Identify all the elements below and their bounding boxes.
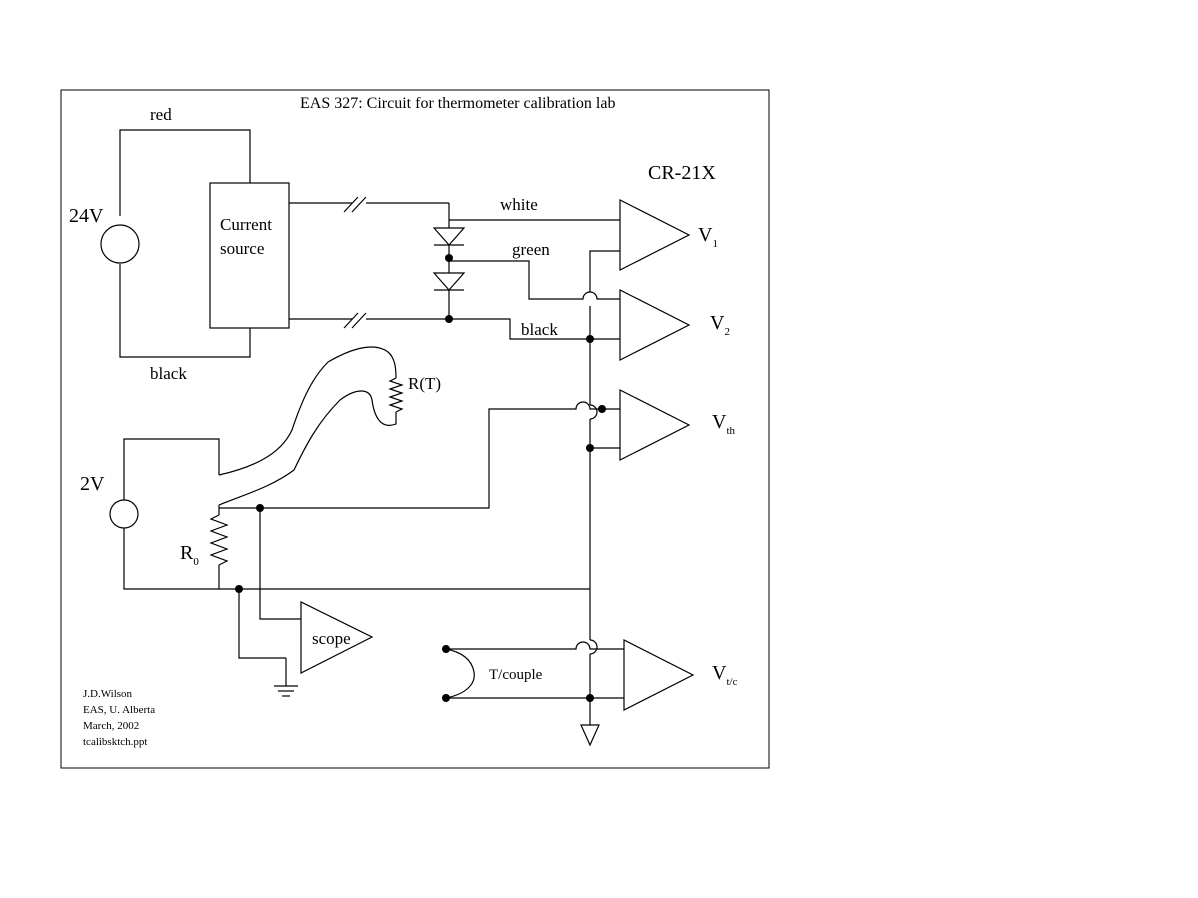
label-2v: 2V: [80, 473, 105, 495]
ground-symbol: [580, 724, 600, 747]
supply-24v-loop: [100, 129, 290, 358]
label-cr21x: CR-21X: [648, 162, 716, 184]
diode-string: [289, 196, 620, 405]
current-source-box: [209, 182, 290, 329]
amplifier-vtc: [623, 639, 695, 711]
voltage-source-24v: [100, 224, 140, 264]
wire-label-green: green: [512, 240, 550, 259]
amplifier-v1: [619, 199, 691, 271]
label-r0: R0: [180, 542, 199, 568]
amplifier-vth: [619, 389, 691, 461]
resistor-r0: [209, 514, 229, 566]
wire-label-black-mid: black: [521, 320, 558, 339]
thermocouple-circuit: [442, 641, 624, 702]
credit-filename: tcalibsktch.ppt: [83, 736, 147, 748]
current-source-label-1: Current: [220, 215, 272, 234]
credit-author: J.D.Wilson: [83, 688, 133, 700]
diagram-title: EAS 327: Circuit for thermometer calibra…: [300, 95, 615, 112]
wire-label-white: white: [500, 195, 538, 214]
label-scope: scope: [312, 629, 351, 648]
label-24v: 24V: [69, 205, 104, 227]
resistor-rt: [388, 377, 404, 413]
credit-date: March, 2002: [83, 720, 139, 732]
diode-1: [432, 227, 466, 246]
credit-affiliation: EAS, U. Alberta: [83, 704, 155, 716]
output-label-vth: Vth: [712, 411, 736, 437]
wire-label-black-top: black: [150, 364, 187, 383]
output-label-vtc: Vt/c: [712, 662, 738, 688]
wire-label-red: red: [150, 105, 172, 124]
junction-dot: [442, 645, 450, 653]
junction-dot: [598, 405, 606, 413]
scope-circuit: [238, 508, 374, 697]
current-source-label-2: source: [220, 239, 264, 258]
output-label-v1: V1: [698, 224, 718, 250]
junction-dot: [586, 335, 594, 343]
thermistor-loop: [109, 346, 590, 593]
voltage-source-2v: [109, 499, 139, 529]
amplifier-v2: [619, 289, 691, 361]
diode-2: [432, 272, 466, 291]
diagram-frame: [60, 89, 770, 769]
common-bus: [260, 335, 620, 747]
output-label-v2: V2: [710, 312, 730, 338]
junction-dot: [445, 254, 453, 262]
junction-dot: [442, 694, 450, 702]
scope-symbol: [300, 601, 374, 674]
label-rt: R(T): [408, 374, 441, 393]
label-tcouple: T/couple: [489, 667, 543, 683]
